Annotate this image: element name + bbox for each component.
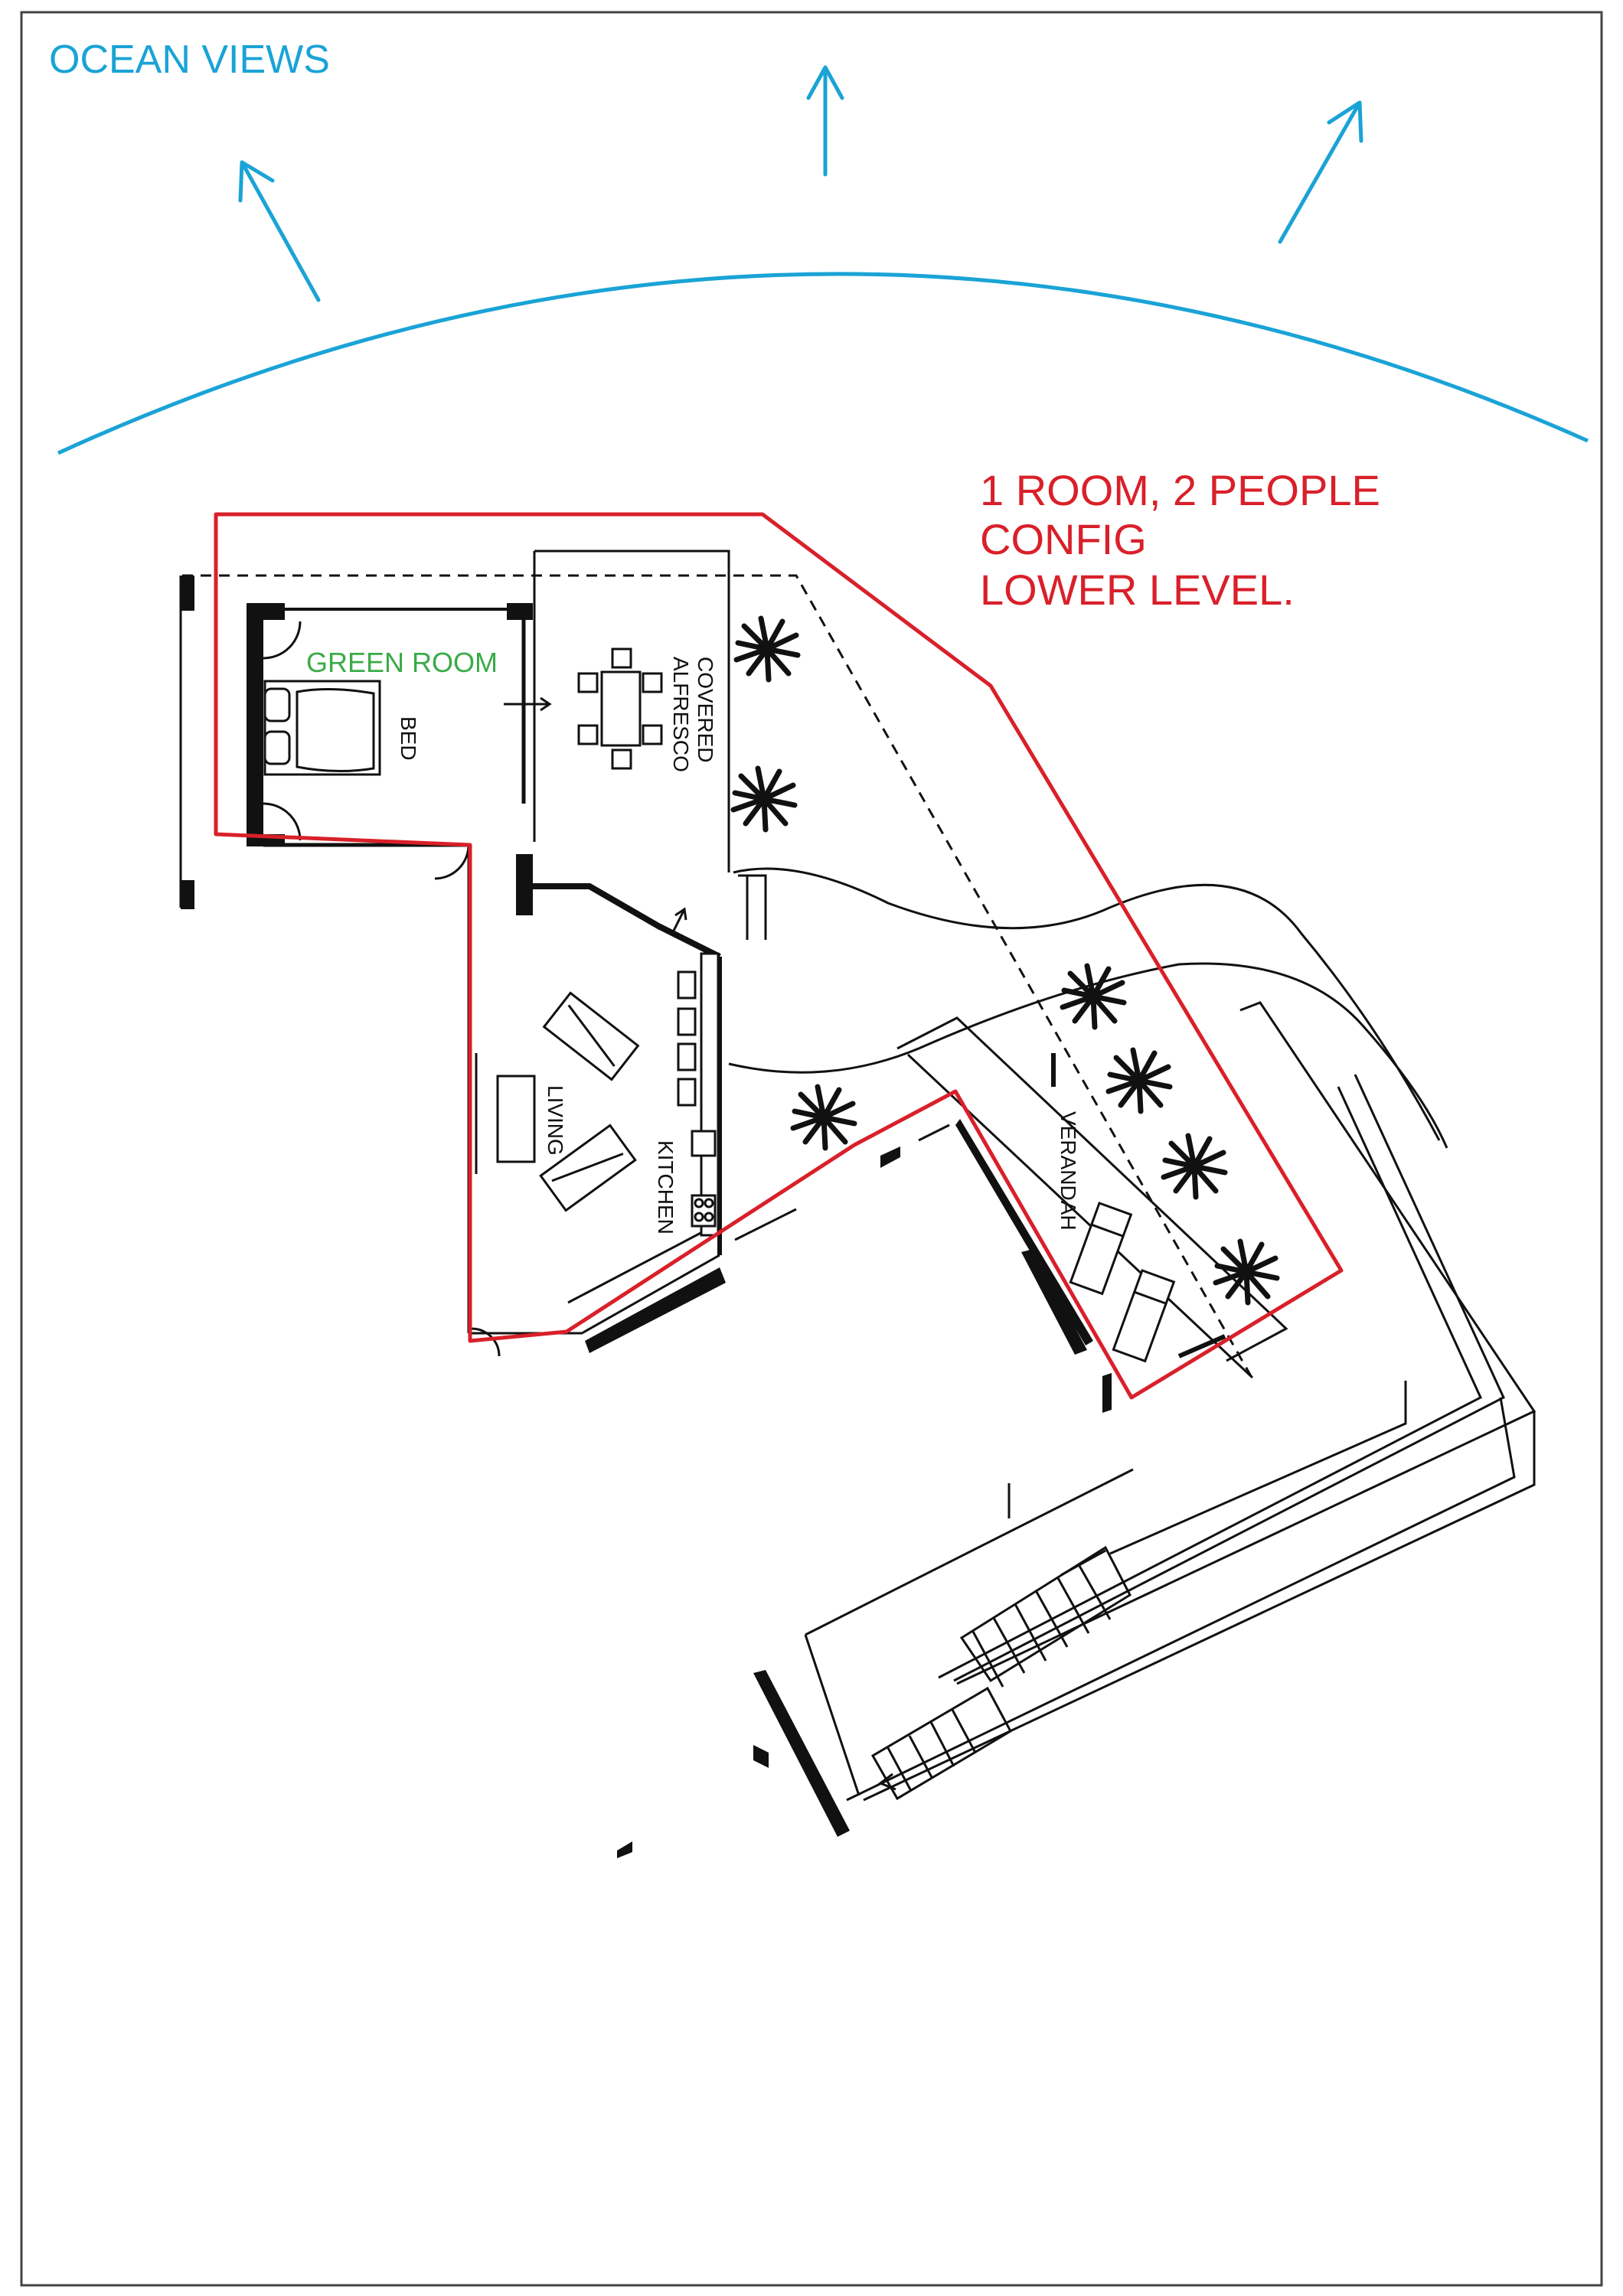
config-line-1: 1 ROOM, 2 PEOPLE [980, 466, 1380, 514]
sofa-top [542, 991, 640, 1081]
green-room-label: GREEN ROOM [306, 647, 498, 678]
palm-icon [1109, 1050, 1170, 1111]
ocean-views-label: OCEAN VIEWS [49, 38, 330, 82]
kitchen-bench [700, 952, 720, 1237]
sofa-bottom [539, 1124, 637, 1212]
bar-stools [677, 970, 697, 1107]
alfresco-line-1: COVERED [694, 657, 717, 762]
furniture [263, 647, 1175, 1362]
verandah-label: VERANDAH [1056, 1111, 1080, 1231]
stairs [870, 1545, 1132, 1801]
config-note: 1 ROOM, 2 PEOPLE CONFIG LOWER LEVEL. [980, 466, 1392, 614]
palm-icon [1164, 1136, 1225, 1197]
site-lines [179, 550, 1536, 1802]
coffee-table [496, 1075, 536, 1163]
bed-furniture [263, 680, 381, 776]
alfresco-line-2: ALFRESCO [669, 657, 693, 772]
palm-icon [736, 618, 798, 680]
palm-icon [1063, 966, 1124, 1027]
arrow-right-icon [1278, 100, 1363, 244]
sunlounger-2 [1112, 1269, 1175, 1362]
ocean-view-arrows [238, 65, 1363, 302]
config-line-2: CONFIG [980, 515, 1147, 563]
palm-icon [793, 1087, 854, 1148]
coastline-curve [57, 272, 1589, 455]
arrow-left-icon [238, 160, 321, 302]
cooktop [691, 1130, 717, 1228]
kitchen-label: KITCHEN [654, 1140, 678, 1234]
wall-masses [617, 1119, 1112, 1858]
living-label: LIVING [544, 1085, 567, 1156]
config-line-3: LOWER LEVEL. [980, 566, 1295, 614]
dining-table [577, 647, 663, 770]
palm-icon [733, 768, 795, 830]
bed-label: BED [397, 716, 420, 761]
arrow-up-icon [806, 65, 844, 177]
alfresco-label: COVERED ALFRESCO [669, 657, 717, 772]
config-area-outline [214, 512, 1344, 1400]
page-border [20, 11, 1603, 2287]
